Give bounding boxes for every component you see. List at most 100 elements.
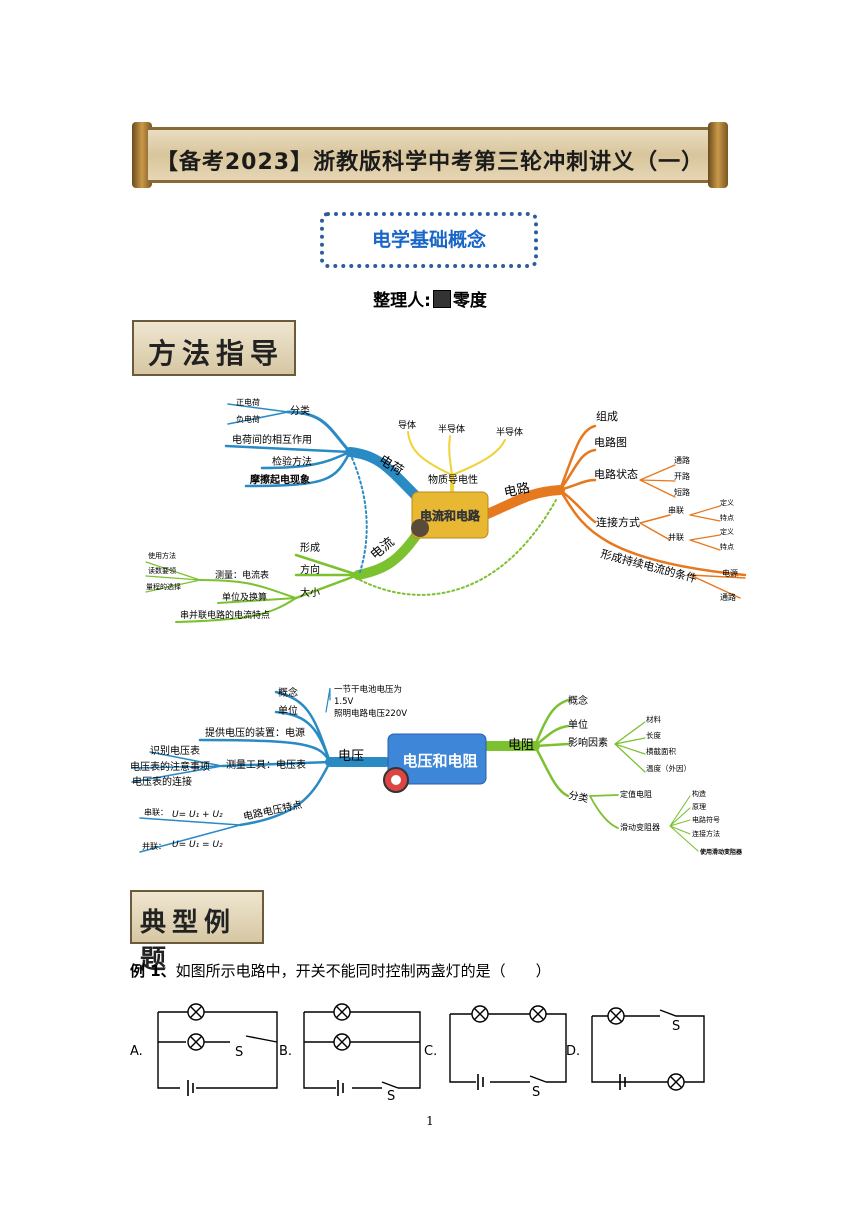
mindmap-label: 摩擦起电现象: [250, 473, 310, 486]
mindmap-label: 概念: [278, 686, 298, 699]
mindmap-label: 短路: [674, 487, 690, 497]
mindmap-label: 开路: [674, 471, 690, 481]
section-typical-banner: 典型例题: [130, 890, 264, 975]
mindmap-label: 单位及换算: [222, 591, 267, 603]
author-label: 整理人:: [373, 291, 431, 311]
section-method-banner: 方法指导: [132, 320, 296, 376]
option-b-switch: S: [387, 1089, 395, 1104]
mindmap-label: 定义: [720, 498, 734, 507]
center-node-current-circuit: [411, 491, 489, 539]
mindmap-label: 连接方式: [596, 515, 640, 529]
mindmap-label: 导体: [398, 419, 416, 431]
mindmap-label: 电压表的注意事项: [130, 760, 210, 773]
section-method-label: 方法指导: [148, 337, 285, 370]
mindmap-label: 串联: [668, 506, 684, 515]
mindmap-label: 半导体: [496, 426, 523, 438]
title-banner: 【备考2023】浙教版科学中考第三轮冲刺讲义（一）: [132, 122, 728, 188]
option-a-label: A.: [130, 1044, 143, 1059]
option-a-switch: S: [235, 1045, 243, 1060]
mindmap-label: 串并联电路的电流特点: [180, 609, 270, 621]
mindmap-label: 电压表的连接: [132, 775, 192, 788]
center-node-voltage-resistance: [387, 733, 487, 785]
mindmap-label: U= U₁ = U₂: [172, 840, 223, 850]
question-1: 例 1、如图所示电路中，开关不能同时控制两盏灯的是（ ）: [130, 960, 551, 981]
author-name: 零度: [452, 291, 487, 311]
mindmap-label: 单位: [278, 704, 298, 717]
mindmap-label: 大小: [300, 586, 320, 599]
center-label-2: 电压和电阻: [402, 752, 477, 770]
branch-circuit: 电路: [503, 480, 532, 501]
mindmap-label: 形成: [300, 542, 320, 554]
mindmap-label: 分类: [290, 404, 310, 417]
mindmap-label: 定值电阻: [620, 789, 652, 799]
mindmap-label: 材料: [646, 714, 661, 724]
topic-box: 电学基础概念: [320, 212, 538, 268]
mindmap-label: 量程的选择: [146, 582, 181, 591]
scroll-rod-left: [132, 122, 152, 188]
author-line: 整理人: 零度: [0, 286, 860, 311]
mindmap-label: 电路状态: [594, 467, 638, 481]
mindmap-label: 长度: [646, 730, 661, 740]
mindmap-label: 电路图: [594, 436, 627, 449]
question-text: 如图所示电路中，开关不能同时控制两盏灯的是（ ）: [175, 962, 551, 980]
mindmap-label: 构造: [692, 789, 706, 798]
option-c-switch: S: [532, 1085, 540, 1100]
mindmap-label: 电路符号: [692, 815, 720, 824]
mindmap-label: 提供电压的装置：电源: [205, 726, 305, 739]
document-title: 【备考2023】浙教版科学中考第三轮冲刺讲义（一）: [155, 150, 705, 175]
mindmap-label: 负电荷: [236, 414, 260, 424]
branch-resistance: 电阻: [508, 738, 534, 753]
mindmap-label: 半导体: [438, 423, 465, 435]
mindmap-label: 影响因素: [568, 736, 608, 749]
option-d-switch: S: [672, 1019, 680, 1034]
mindmap-label: 单位: [568, 718, 588, 731]
mindmap-label: 电荷间的相互作用: [232, 433, 312, 446]
scroll-rod-right: [708, 122, 728, 188]
mindmap-label: 照明电路电压220V: [334, 708, 407, 719]
option-c-label: C.: [424, 1044, 437, 1059]
mindmap-label: 原理: [692, 803, 706, 811]
section-typical-label: 典型例题: [140, 908, 237, 975]
mindmap-label: 一节干电池电压为: [334, 684, 402, 695]
option-b-label: B.: [279, 1044, 292, 1059]
mindmap-label: 特点: [720, 542, 734, 551]
mindmap-label: 检验方法: [272, 455, 312, 468]
mindmap-label: 测量工具：电压表: [226, 758, 306, 771]
mindmap-label: 使用方法: [148, 551, 176, 560]
mindmap-label: U= U₁ + U₂: [172, 810, 223, 820]
question-number: 例 1、: [130, 962, 176, 980]
mindmap-label: 通路: [674, 455, 690, 465]
author-avatar-icon: [432, 290, 451, 308]
mindmap-label: 滑动变阻器: [620, 822, 660, 832]
mindmap-label: 1.5V: [334, 697, 354, 707]
mindmap-label: 通路: [720, 592, 736, 602]
topic-title: 电学基础概念: [371, 229, 486, 251]
mindmap-label: 测量：电流表: [215, 569, 269, 581]
mindmap-label: 横截面积: [646, 746, 676, 756]
center-label: 电流和电路: [420, 508, 481, 523]
mindmap-label: 分类: [567, 788, 589, 805]
mindmap-label: 温度（外因）: [646, 763, 691, 773]
mindmap-label: 组成: [596, 409, 618, 423]
mindmap-label: 读数要领: [148, 566, 176, 575]
mindmap-label: 概念: [568, 694, 588, 707]
mindmap-label: 特点: [720, 513, 734, 522]
option-d-label: D.: [566, 1044, 580, 1059]
mindmap-label: 正电荷: [236, 397, 260, 407]
mindmap-label: 连接方法: [692, 829, 720, 838]
mindmap-label: 方向: [300, 563, 320, 576]
mindmap-label: 识别电压表: [150, 744, 200, 757]
mindmap-label: 定义: [720, 527, 734, 536]
page-number: 1: [426, 1114, 434, 1128]
mindmap-label: 并联: [668, 532, 684, 542]
branch-voltage: 电压: [338, 749, 364, 764]
mindmap-label: 串联：: [144, 808, 168, 817]
mindmap-label: 使用滑动变阻器: [699, 848, 743, 856]
mindmap-label: 物质导电性: [428, 473, 478, 486]
mindmap-label: 并联：: [142, 841, 166, 851]
scroll-paper: 【备考2023】浙教版科学中考第三轮冲刺讲义（一）: [148, 127, 712, 183]
mindmap-label: 电源: [722, 568, 738, 578]
